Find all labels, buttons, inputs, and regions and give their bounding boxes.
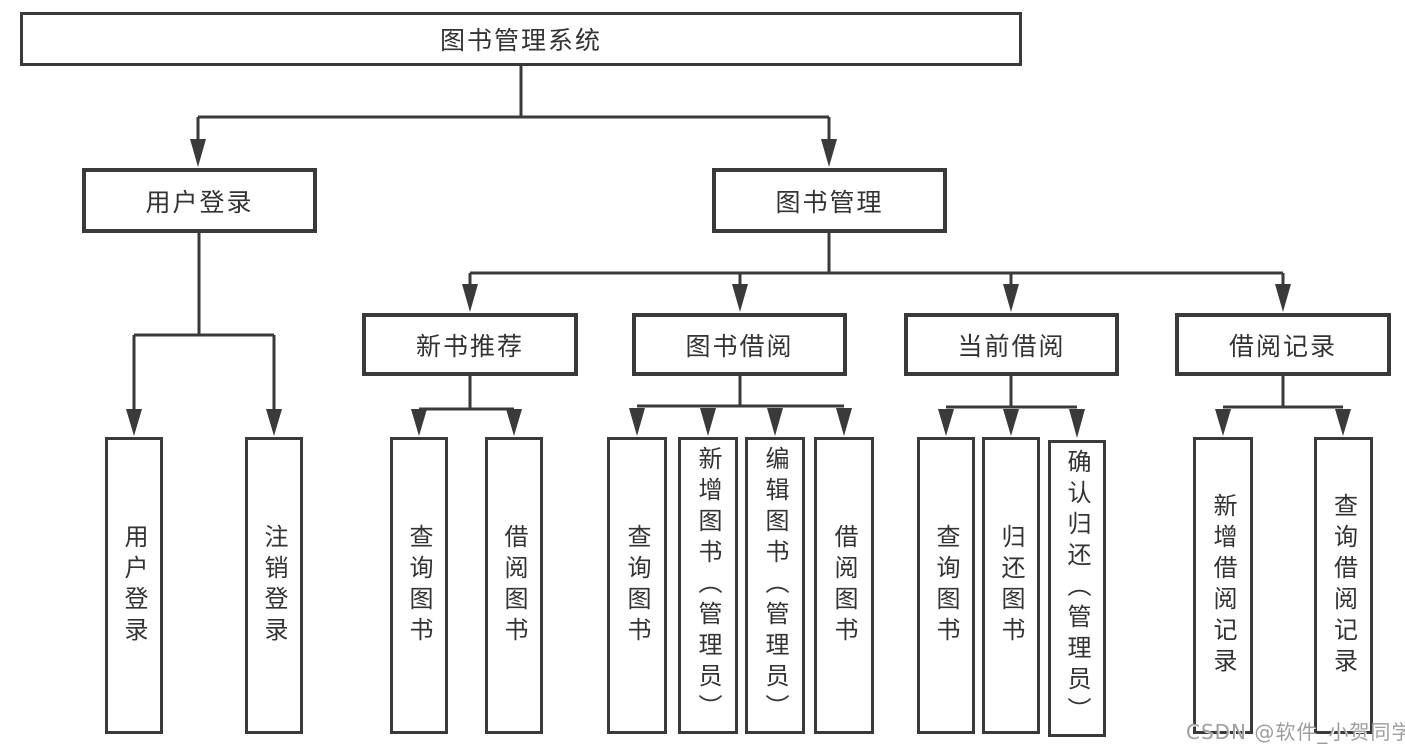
arrowhead-down-icon xyxy=(1335,409,1351,436)
node-bb-edit-books-admin: 编辑图书（管理员） xyxy=(745,437,805,734)
arrowhead-down-icon xyxy=(732,284,748,312)
node-book-management: 图书管理 xyxy=(712,168,947,233)
arrowhead-down-icon xyxy=(462,284,478,312)
arrowhead-down-icon xyxy=(1215,409,1231,436)
arrowhead-down-icon xyxy=(938,409,954,436)
node-bb-add-books-admin: 新增图书（管理员） xyxy=(678,437,738,734)
node-current-borrowing: 当前借阅 xyxy=(904,313,1119,376)
arrowhead-down-icon xyxy=(126,409,142,436)
arrowhead-down-icon xyxy=(767,408,783,436)
arrowhead-down-icon xyxy=(190,139,206,167)
node-br-add-record: 新增借阅记录 xyxy=(1193,437,1253,734)
node-user-login-leaf: 用户登录 xyxy=(105,437,163,734)
node-user-login: 用户登录 xyxy=(82,168,317,233)
node-cb-query-books: 查询图书 xyxy=(917,437,975,734)
node-nbr-query-books: 查询图书 xyxy=(390,437,448,734)
arrowhead-down-icon xyxy=(836,408,852,436)
node-logout: 注销登录 xyxy=(245,437,303,734)
node-book-borrowing: 图书借阅 xyxy=(632,313,847,376)
arrowhead-down-icon xyxy=(266,409,282,436)
arrowhead-down-icon xyxy=(1003,409,1019,436)
arrowhead-down-icon xyxy=(1275,284,1291,312)
node-cb-confirm-return-admin: 确认归还（管理员） xyxy=(1048,440,1106,737)
node-new-book-recommend: 新书推荐 xyxy=(362,313,578,376)
node-cb-return-books: 归还图书 xyxy=(982,437,1040,734)
csdn-watermark: CSDN @软件_小贺同学 xyxy=(1186,720,1405,744)
arrowhead-down-icon xyxy=(629,408,645,436)
node-bb-query-books: 查询图书 xyxy=(607,437,667,734)
arrowhead-down-icon xyxy=(821,139,837,167)
node-nbr-borrow-books: 借阅图书 xyxy=(485,437,543,734)
arrowhead-down-icon xyxy=(411,409,427,436)
node-br-query-record: 查询借阅记录 xyxy=(1314,437,1373,734)
node-bb-borrow-books: 借阅图书 xyxy=(814,437,874,734)
tree-edges xyxy=(132,66,1343,412)
arrowhead-down-icon xyxy=(506,409,522,436)
arrowhead-down-icon xyxy=(1003,284,1019,312)
arrowhead-down-icon xyxy=(1069,409,1085,438)
arrowhead-down-icon xyxy=(700,408,716,436)
node-library-system: 图书管理系统 xyxy=(20,12,1022,66)
node-borrow-records: 借阅记录 xyxy=(1175,313,1391,376)
